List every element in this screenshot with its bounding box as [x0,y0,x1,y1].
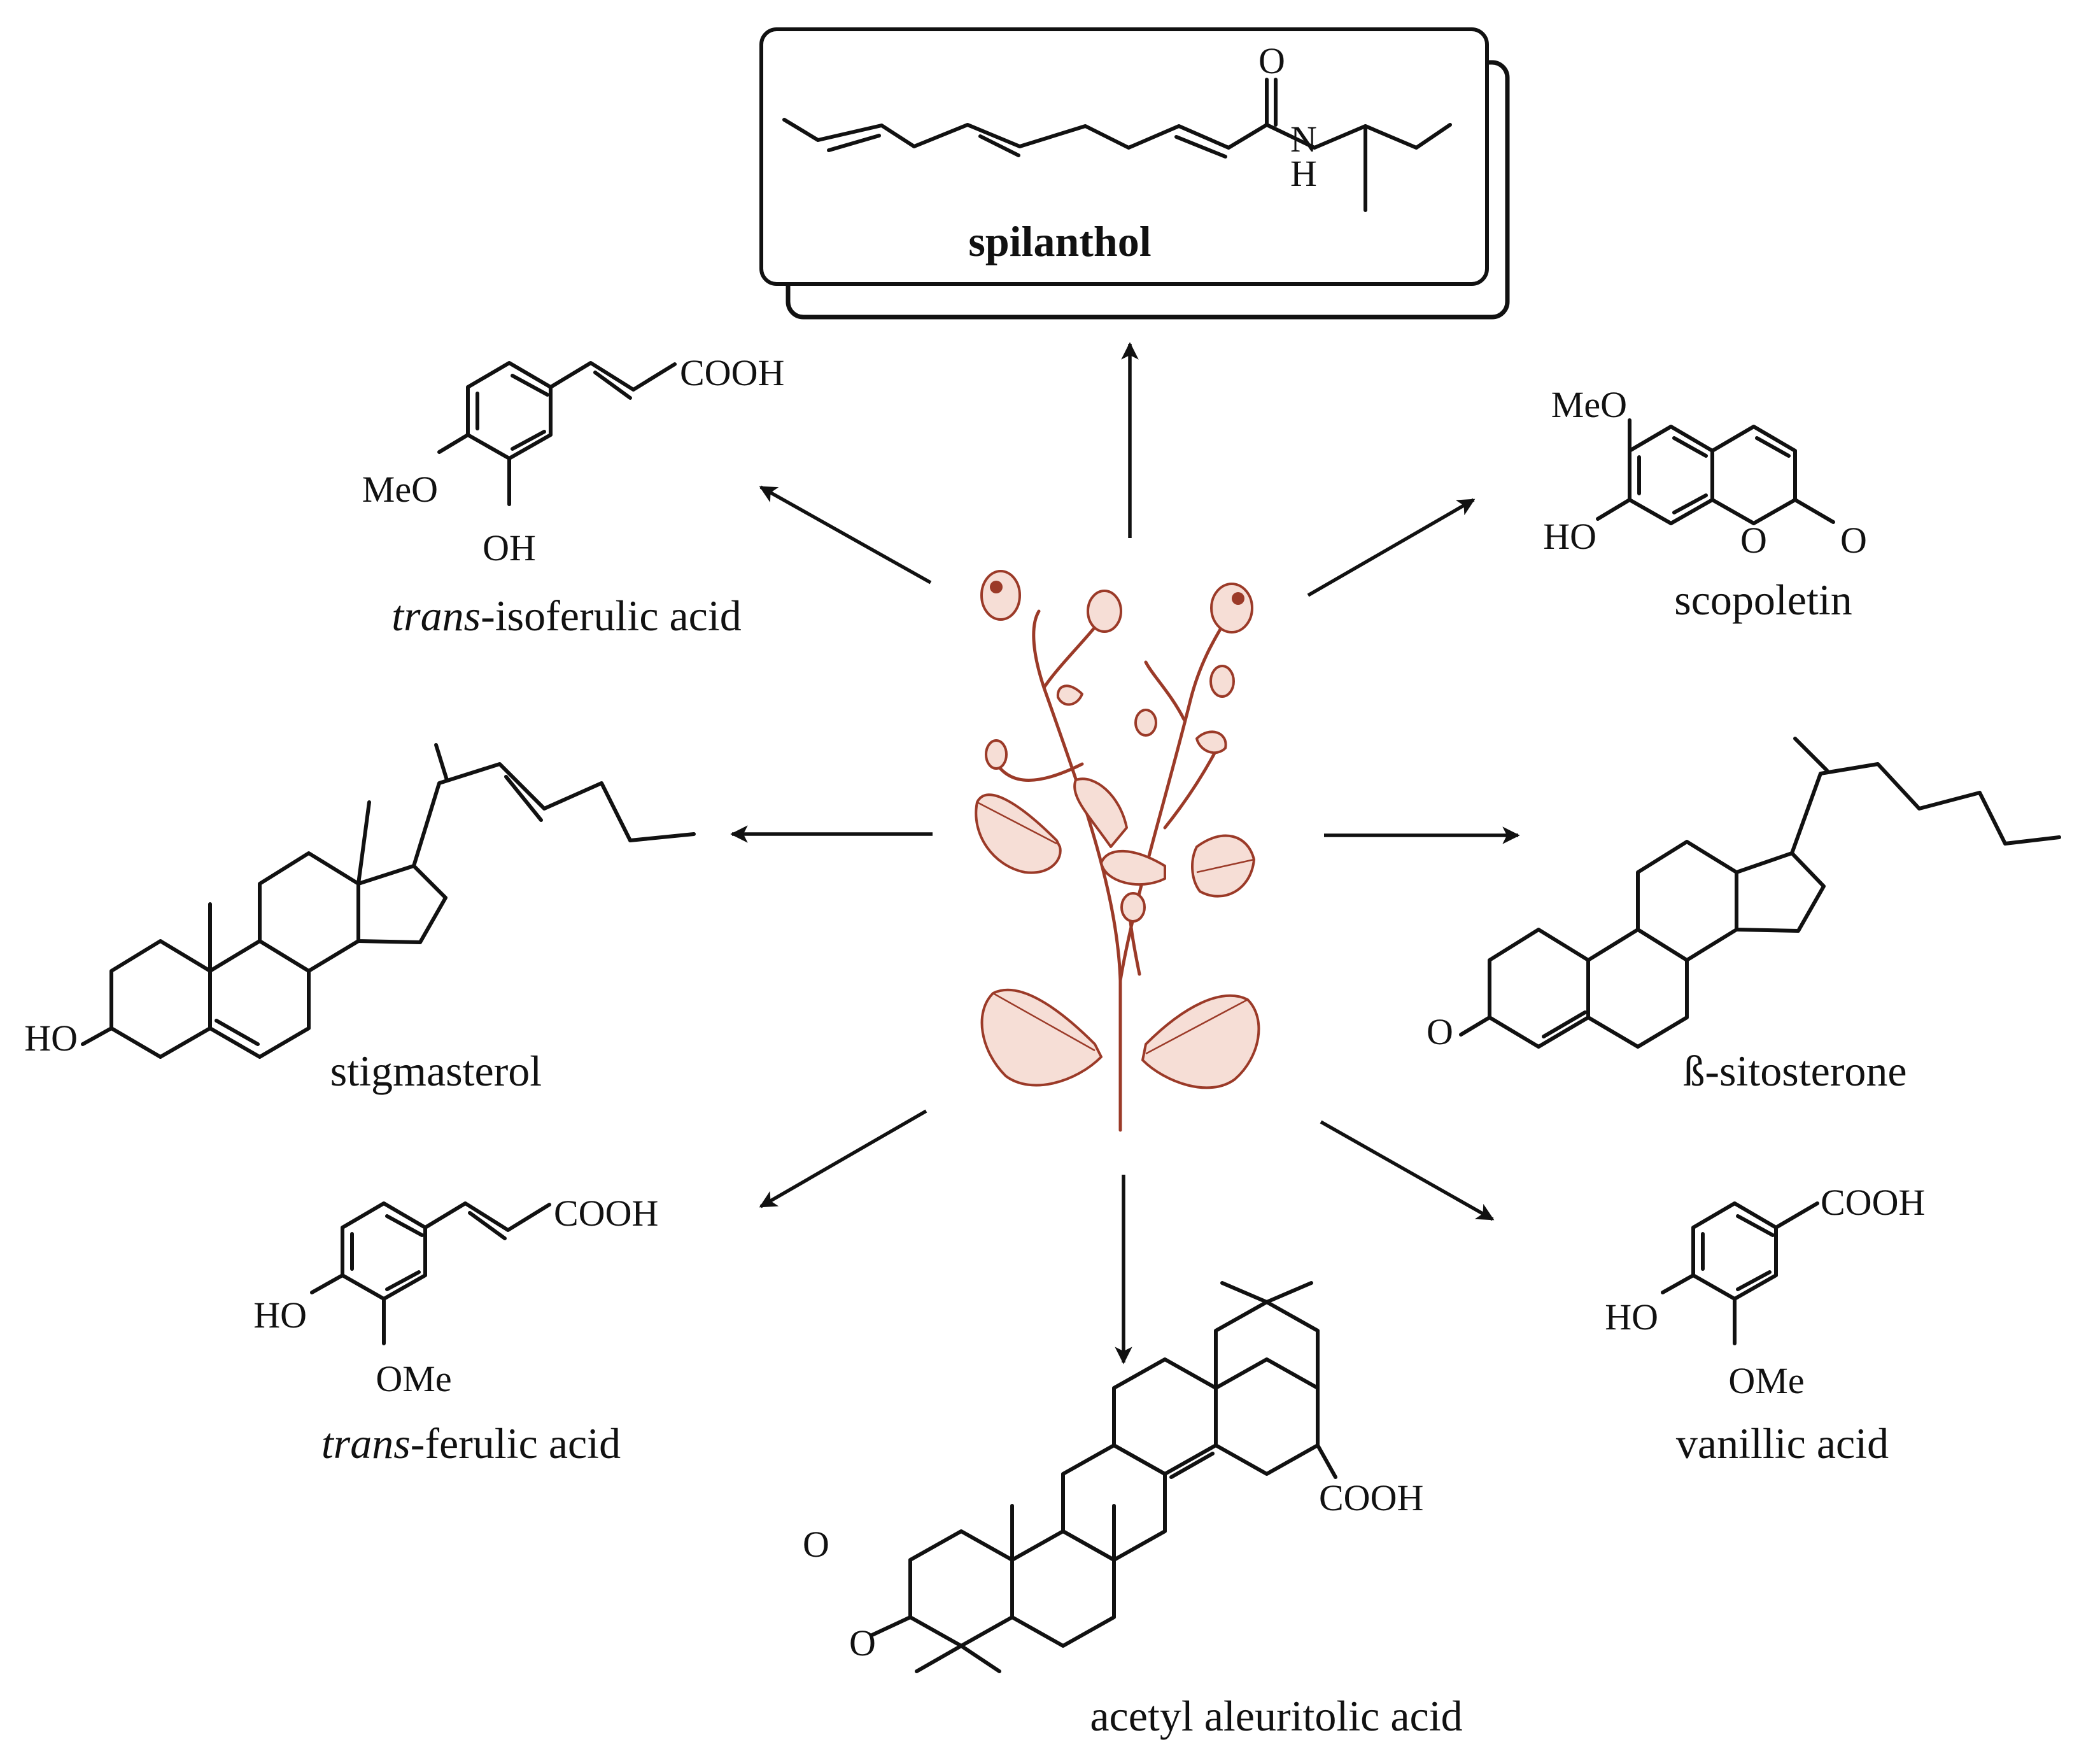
scopoletin-structure: MeO HO O O scopoletin [1543,384,1867,624]
flower-bud-1 [1209,665,1235,698]
trans-isoferulic-label: trans-isoferulic acid [391,591,742,640]
stigmasterol-structure: HO stigmasterol [24,743,696,1095]
spilanthol-o-label: O [1258,40,1285,81]
flower-bud-4 [1134,709,1157,737]
arrow-to-isoferulic [759,485,932,584]
stigmasterol-ho-label: HO [24,1017,78,1059]
scopoletin-ring-a [1628,425,1714,525]
arrow-to-ferulic [759,1109,927,1208]
spilanthol-double-1 [827,134,881,152]
leaf-lower-right [1141,994,1260,1089]
aleuritolic-ring-e [1214,1357,1320,1476]
leaf-lower-left [980,988,1103,1087]
vanillic-label: vanillic acid [1676,1419,1889,1468]
trans-isoferulic-structure: COOH MeO OH trans-isoferulic acid [362,352,785,640]
isoferulic-ring [466,361,553,460]
acetyl-aleuritolic-label: acetyl aleuritolic acid [1090,1692,1462,1740]
sitosterone-ring-b [1586,928,1689,1049]
spilanthol-label: spilanthol [968,217,1151,266]
spilanthol-structure: O N H spilanthol [759,27,1510,320]
scopoletin-carbonyl-o-label: O [1840,520,1867,561]
spilanthol-chain [782,118,1452,150]
flower-head-2 [1087,590,1122,633]
arrow-to-scopoletin [1307,498,1476,597]
acetyl-aleuritolic-structure: COOH O O acetyl aleuritolic acid [803,1281,1463,1740]
vanillic-ring [1691,1201,1778,1301]
leaf-mid-left [975,793,1062,874]
isoferulic-prefix: trans [391,591,481,640]
stigmasterol-ring-b [208,939,311,1059]
leaf-mid-center [1073,777,1128,848]
ferulic-prefix: trans [321,1419,411,1468]
spilanthol-h-label: H [1290,153,1317,194]
scopoletin-label: scopoletin [1674,576,1852,624]
scopoletin-meo-label: MeO [1551,384,1627,425]
spilanthol-n-label: N [1290,118,1317,160]
spilanthol-double-2 [978,134,1020,157]
sitosterone-ring-d [1735,851,1826,933]
trans-ferulic-structure: COOH HO OMe trans-ferulic acid [253,1193,658,1468]
stigmasterol-ring-c [258,851,360,973]
flower-bud-3 [1120,892,1146,923]
plant-illustration [975,570,1260,1132]
flower-bud-2 [985,739,1008,770]
stigmasterol-label: stigmasterol [330,1047,542,1095]
aleuritolic-cooh-label: COOH [1319,1477,1423,1519]
vanillic-cooh-label: COOH [1821,1182,1925,1223]
scopoletin-ring-o-label: O [1740,520,1767,561]
isoferulic-suffix: -isoferulic acid [481,591,742,640]
spilanthol-double-3 [1174,135,1227,159]
flower-head-3 [1210,583,1253,634]
sitosterone-ring-c [1636,840,1738,962]
ferulic-cooh-label: COOH [554,1193,658,1234]
leaf-upper-left [1056,684,1083,706]
scopoletin-ring-b [1710,425,1797,525]
vanillic-ho-label: HO [1605,1296,1658,1338]
sitosterone-label: ß-sitosterone [1683,1047,1906,1095]
isoferulic-meo-label: MeO [362,469,438,510]
spilanthol-box [759,27,1489,286]
flower-head-1 [980,570,1021,621]
arrows [730,342,1520,1364]
leaf-mid-small [1100,849,1166,886]
vanillic-ome-label: OMe [1728,1360,1804,1401]
aleuritolic-carbonyl-o-label: O [803,1524,829,1565]
aleuritolic-ring-b [1010,1529,1116,1648]
isoferulic-cooh-label: COOH [680,352,784,393]
scopoletin-ho-label: HO [1543,516,1596,557]
stigmasterol-ring-d [356,864,447,944]
ferulic-ome-label: OMe [376,1358,451,1399]
sitosterone-structure: O ß-sitosterone [1427,737,2061,1095]
trans-ferulic-label: trans-ferulic acid [321,1419,621,1468]
arrow-to-vanillic [1320,1120,1495,1221]
stigmasterol-ring-a [109,939,212,1059]
aleuritolic-ester-o-label: O [849,1622,876,1664]
ferulic-suffix: -ferulic acid [411,1419,621,1468]
ferulic-ho-label: HO [253,1294,307,1336]
leaf-upper-right [1195,730,1227,754]
isoferulic-oh-label: OH [483,527,536,569]
sitosterone-o-label: O [1427,1011,1453,1052]
aleuritolic-ring-d [1112,1357,1218,1476]
ferulic-ring [341,1201,427,1301]
aleuritolic-ring-a [908,1529,1014,1648]
sitosterone-ring-a [1488,928,1590,1049]
vanillic-structure: COOH HO OMe vanillic acid [1605,1182,1925,1468]
